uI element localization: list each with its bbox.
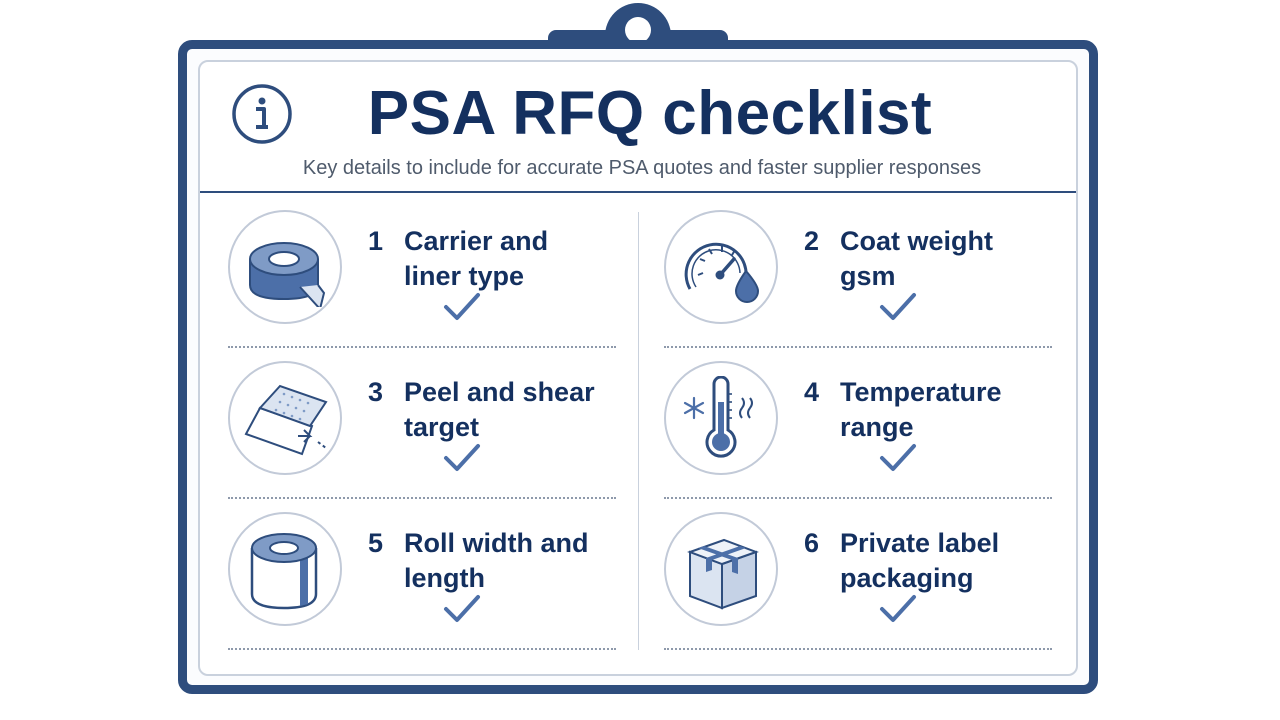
snowflake-icon	[683, 396, 705, 420]
gauge-drop-icon	[684, 242, 760, 303]
column-divider	[638, 212, 639, 650]
thermometer-icon	[683, 376, 753, 458]
check-icon	[444, 293, 480, 320]
item-label-line: target	[404, 412, 480, 442]
item-number: 2	[804, 226, 820, 256]
tape-roll-icon	[249, 242, 326, 307]
item-label-line: Coat weight	[840, 226, 993, 256]
heat-waves-icon	[739, 397, 753, 419]
item-divider	[664, 497, 1052, 499]
check-icon	[880, 444, 916, 471]
check-icon	[444, 595, 480, 622]
item-label-line: Temperature	[840, 377, 1002, 407]
item-number: 5	[368, 528, 384, 558]
check-icon	[444, 444, 480, 471]
checklist-item-roll-width: 5 Roll width and length	[228, 512, 628, 662]
page-title: PSA RFQ checklist	[367, 79, 933, 148]
item-label-line: Roll width and	[404, 528, 589, 558]
item-label-line: liner type	[404, 261, 525, 291]
item-label: Carrier and liner type	[404, 224, 634, 294]
roll-width-icon	[250, 533, 318, 610]
item-icon-circle	[228, 210, 342, 324]
checklist-item-temperature: 4 Temperature range	[664, 361, 1064, 511]
item-icon-circle	[228, 361, 342, 475]
item-divider	[664, 648, 1052, 650]
checklist-item-coat-weight: 2 Coat weight gsm	[664, 210, 1064, 360]
item-icon-circle	[228, 512, 342, 626]
peel-strip-icon	[244, 384, 328, 456]
page-subtitle: Key details to include for accurate PSA …	[302, 157, 982, 179]
item-icon-circle	[664, 512, 778, 626]
item-divider	[228, 648, 616, 650]
header-divider	[200, 191, 1076, 193]
item-label: Peel and shear target	[404, 375, 634, 445]
item-label-line: gsm	[840, 261, 896, 291]
item-number: 3	[368, 377, 384, 407]
item-divider	[228, 497, 616, 499]
item-label-line: Peel and shear	[404, 377, 595, 407]
item-label: Private label packaging	[840, 526, 1070, 596]
checklist-item-carrier-liner: 1 Carrier and liner type	[228, 210, 628, 360]
item-label-line: Private label	[840, 528, 1000, 558]
item-icon-circle	[664, 361, 778, 475]
item-number: 1	[368, 226, 384, 256]
checklist-item-peel-shear: 3 Peel and shear target	[228, 361, 628, 511]
item-divider	[664, 346, 1052, 348]
item-label: Coat weight gsm	[840, 224, 1070, 294]
info-icon	[232, 84, 292, 144]
item-number: 4	[804, 377, 820, 407]
item-label: Temperature range	[840, 375, 1070, 445]
check-icon	[880, 595, 916, 622]
item-number: 6	[804, 528, 820, 558]
item-divider	[228, 346, 616, 348]
item-label-line: packaging	[840, 563, 974, 593]
check-icon	[880, 293, 916, 320]
item-label-line: length	[404, 563, 485, 593]
package-box-icon	[687, 538, 759, 610]
item-label-line: Carrier and	[404, 226, 549, 256]
clipboard-clip-hole	[625, 17, 651, 43]
item-icon-circle	[664, 210, 778, 324]
item-label: Roll width and length	[404, 526, 634, 596]
checklist-item-private-label: 6 Private label packaging	[664, 512, 1064, 662]
item-label-line: range	[840, 412, 914, 442]
